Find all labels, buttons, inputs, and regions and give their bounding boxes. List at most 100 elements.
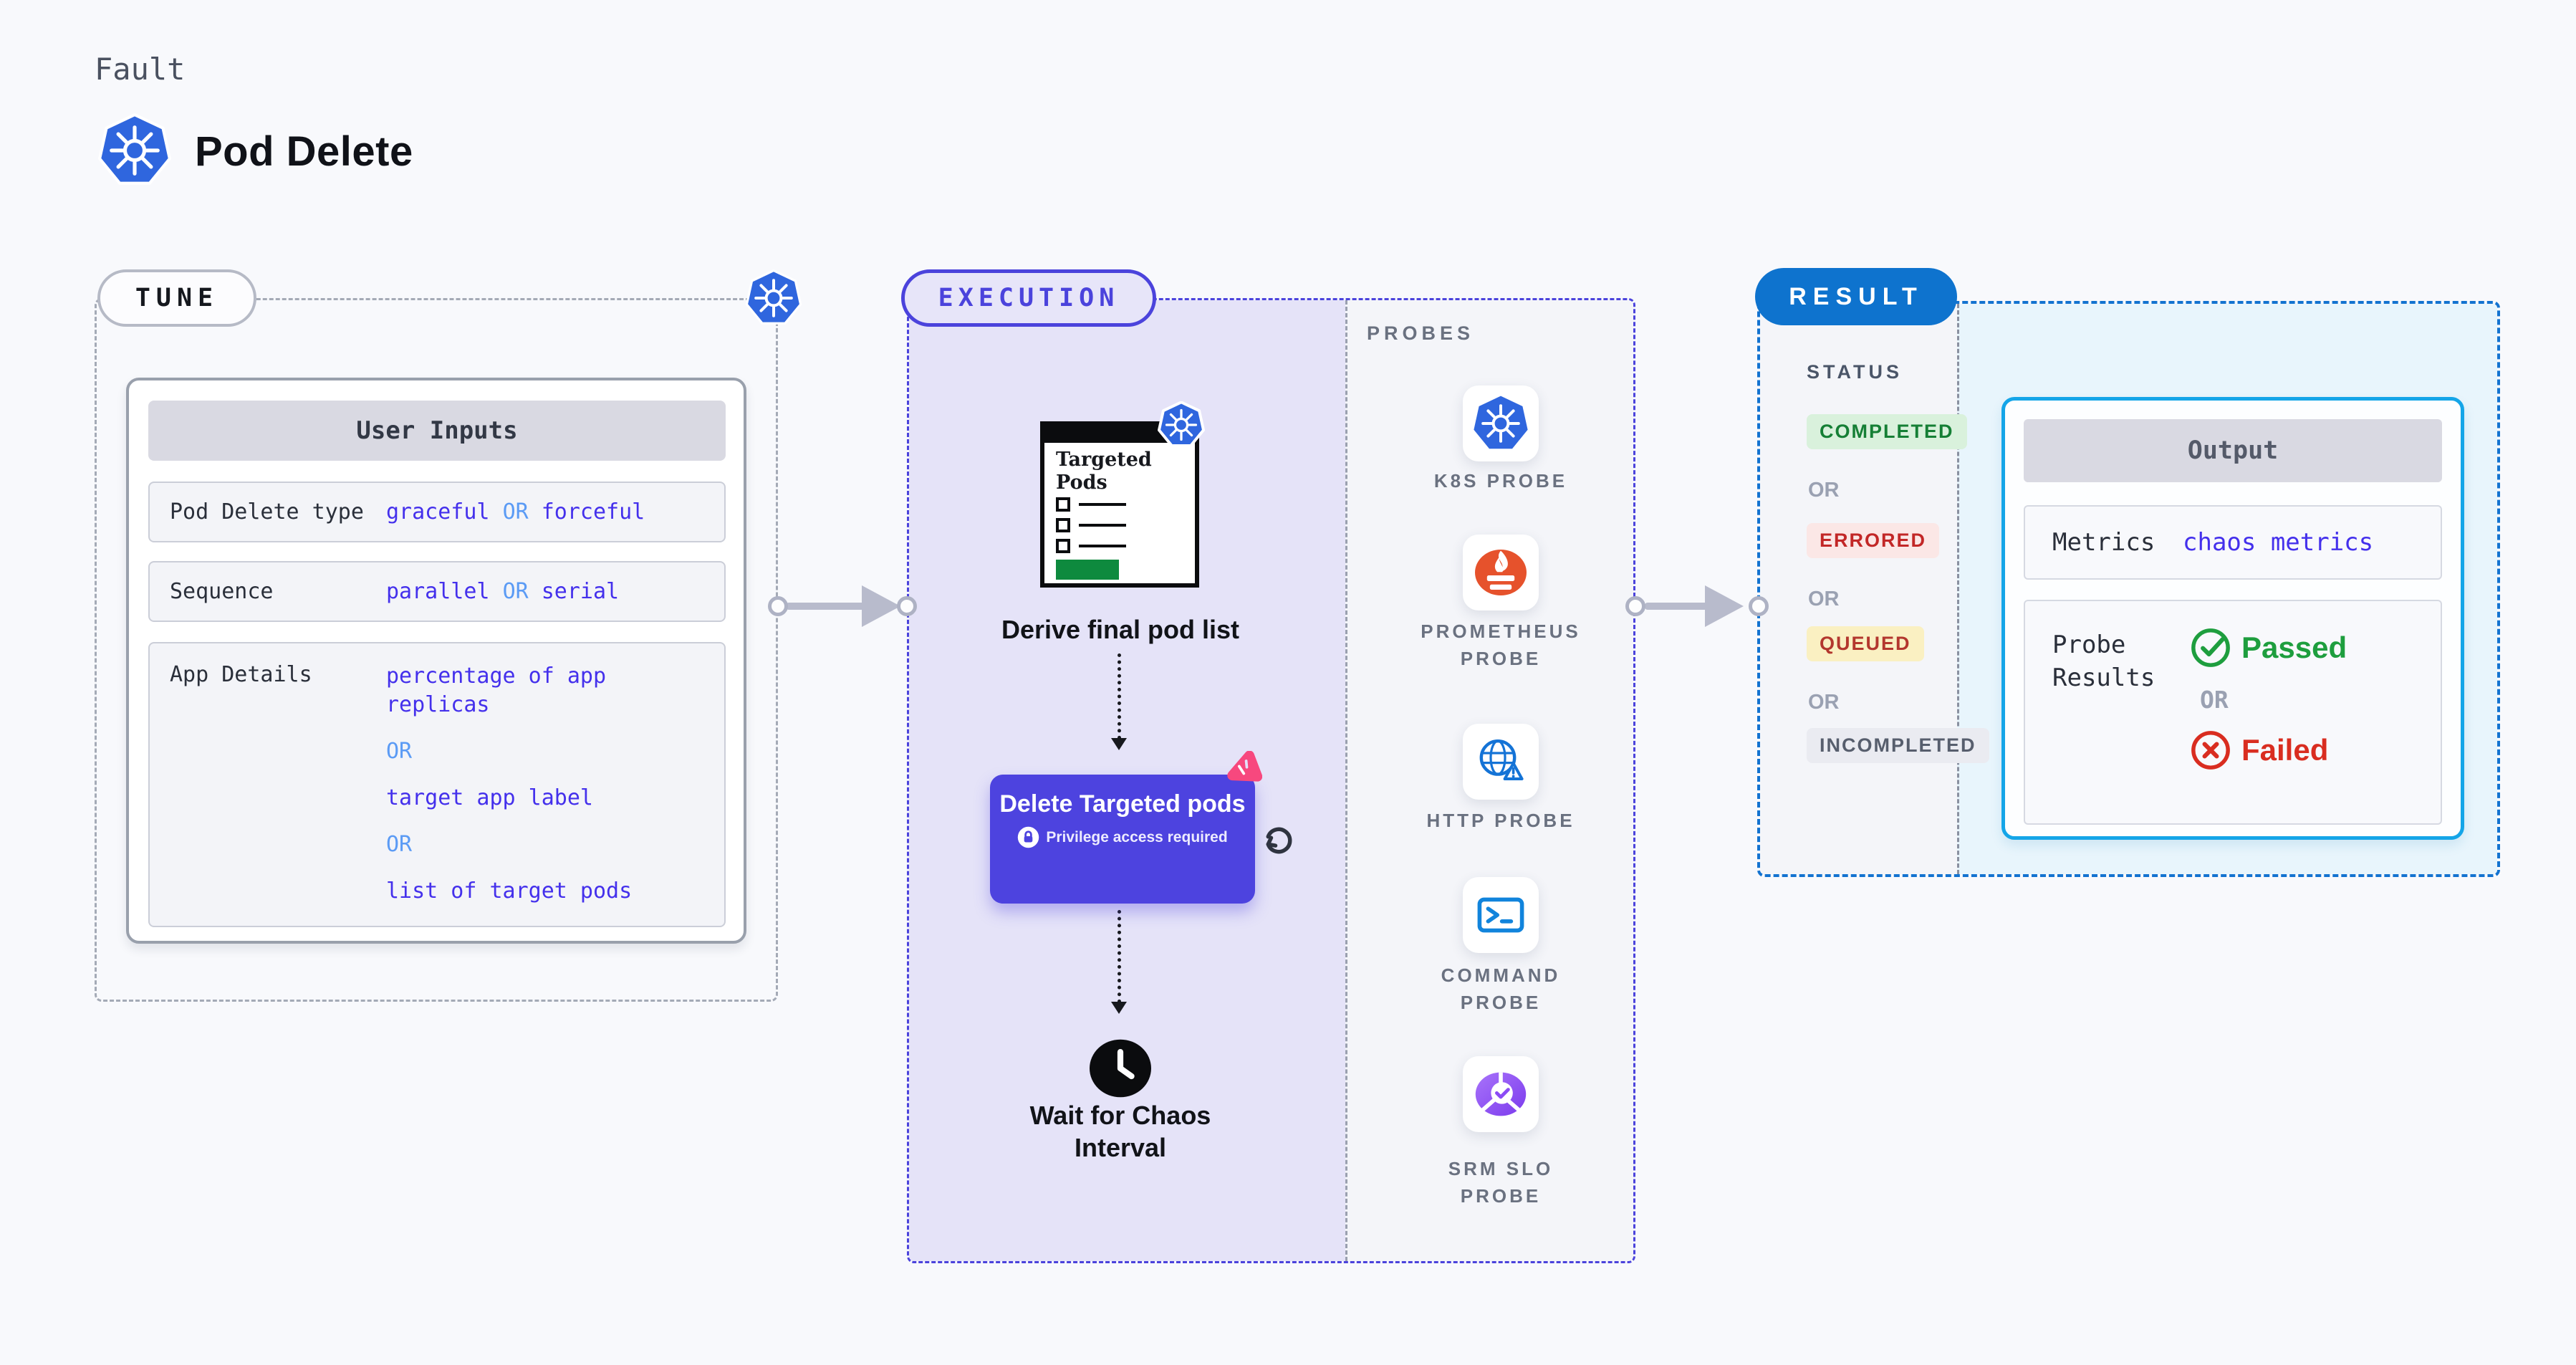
- check-circle-icon: [2191, 628, 2230, 667]
- probe-label: COMMAND PROBE: [1441, 964, 1561, 1013]
- list-line: [1079, 545, 1126, 547]
- kubernetes-icon: [745, 269, 802, 325]
- status-badge-incompleted: INCOMPLETED: [1807, 728, 1989, 763]
- row-label: App Details: [170, 662, 312, 687]
- kubernetes-icon: [98, 113, 171, 185]
- value-option: graceful: [386, 499, 490, 525]
- user-inputs-title: User Inputs: [148, 401, 726, 461]
- probe-label: SRM SLO PROBE: [1448, 1158, 1554, 1207]
- probes-heading: PROBES: [1367, 322, 1475, 344]
- status-badge-errored: ERRORED: [1807, 523, 1940, 558]
- flow-arrow-head: [862, 585, 900, 627]
- list-line: [1079, 503, 1126, 506]
- flow-dotted-arrow-head: [1111, 1002, 1127, 1014]
- lock-icon: [1018, 826, 1039, 848]
- flow-dotted-arrow-head: [1111, 738, 1127, 750]
- value-option: list of target pods: [386, 878, 633, 904]
- progress-bar: [1056, 560, 1119, 580]
- execution-pill: EXECUTION: [901, 269, 1156, 327]
- probe-label: HTTP PROBE: [1426, 810, 1575, 831]
- flow-arrow-line: [1645, 603, 1708, 610]
- tune-pill-label: TUNE: [135, 284, 219, 312]
- or-separator: OR: [1808, 691, 1840, 714]
- probe-label: PROMETHEUS PROBE: [1421, 621, 1581, 669]
- connector-dot: [1625, 596, 1645, 616]
- wait-chaos-interval-label: Wait for Chaos Interval: [1029, 1101, 1211, 1162]
- probe-results-label: Probe Results: [2052, 631, 2156, 692]
- value-option: target app label: [386, 785, 593, 810]
- status-badge-completed: COMPLETED: [1807, 414, 1967, 449]
- value-option: percentage of app replicas: [386, 664, 607, 717]
- pod-list-item: [1056, 539, 1195, 553]
- probe-card-srm-slo: [1463, 1056, 1539, 1132]
- or-separator: OR: [386, 832, 413, 857]
- tune-pill: TUNE: [97, 269, 256, 327]
- passed-label: Passed: [2241, 631, 2347, 664]
- derive-pod-list-label: Derive final pod list: [1001, 615, 1240, 644]
- terminal-icon: [1477, 897, 1524, 933]
- or-separator: OR: [502, 499, 529, 525]
- x-circle-icon: [2191, 731, 2230, 770]
- result-pill-label: RESULT: [1789, 282, 1923, 310]
- kubernetes-icon: [1158, 401, 1205, 448]
- loop-icon: [1266, 827, 1292, 854]
- execution-section: [907, 298, 1635, 1263]
- checkbox-icon: [1056, 518, 1070, 532]
- probe-card-prometheus: [1463, 535, 1539, 610]
- prometheus-icon: [1475, 550, 1527, 595]
- tune-section: [95, 298, 778, 1002]
- checkbox-icon: [1056, 539, 1070, 553]
- connector-dot: [897, 596, 917, 616]
- output-title: Output: [2024, 419, 2442, 482]
- delete-targeted-pods-step: Delete Targeted pods Privilege access re…: [990, 775, 1255, 904]
- user-inputs-card: User Inputs Pod Delete type graceful OR …: [126, 378, 746, 944]
- failed-result: Failed: [2190, 729, 2347, 771]
- flow-dotted-arrow: [1118, 653, 1121, 739]
- privilege-label: Privilege access required: [1046, 828, 1228, 846]
- step-title: Delete Targeted pods: [999, 790, 1246, 818]
- result-pill: RESULT: [1755, 268, 1957, 325]
- output-card: Output Metrics chaos metrics Probe Resul…: [2001, 397, 2464, 840]
- pod-list-item: [1056, 497, 1195, 512]
- or-separator: OR: [386, 739, 413, 764]
- metrics-label: Metrics: [2052, 528, 2156, 557]
- globe-warning-icon: [1479, 739, 1524, 780]
- flow-arrow-line: [786, 603, 865, 610]
- failed-label: Failed: [2241, 733, 2329, 767]
- connector-dot: [768, 596, 788, 616]
- probe-card-k8s: [1463, 385, 1539, 461]
- row-value-list: percentage of app replicas OR target app…: [386, 662, 701, 906]
- privilege-badge: Privilege access required: [990, 826, 1255, 848]
- targeted-pods-widget: Targeted Pods: [1040, 421, 1199, 588]
- passed-result: Passed: [2190, 627, 2347, 669]
- pod-list-item: [1056, 518, 1195, 532]
- targeted-pods-label: Targeted Pods: [1056, 449, 1152, 494]
- status-panel: [1760, 304, 1957, 874]
- row-label: Pod Delete type: [170, 499, 364, 525]
- or-separator: OR: [1808, 588, 1840, 610]
- probe-results-row: Probe Results Passed OR Failed: [2024, 600, 2442, 825]
- input-row-app-details: App Details percentage of app replicas O…: [148, 642, 726, 927]
- flow-arrow-head: [1705, 585, 1744, 627]
- page-title: Pod Delete: [195, 128, 413, 175]
- probe-label: K8S PROBE: [1433, 470, 1568, 492]
- execution-pill-label: EXECUTION: [938, 284, 1120, 312]
- input-row-pod-delete-type: Pod Delete type graceful OR forceful: [148, 482, 726, 542]
- connector-dot: [1749, 596, 1769, 616]
- fault-eyebrow: Fault: [95, 52, 186, 87]
- value-option: serial: [541, 579, 620, 604]
- chaos-icon: [1227, 751, 1262, 782]
- row-value: graceful OR forceful: [386, 499, 645, 525]
- list-line: [1079, 524, 1126, 527]
- status-badge-queued: QUEUED: [1807, 626, 1924, 661]
- flow-dotted-arrow: [1118, 910, 1121, 1003]
- value-option: parallel: [386, 579, 490, 604]
- kubernetes-icon: [1474, 396, 1528, 449]
- status-heading: STATUS: [1807, 361, 1903, 383]
- value-option: forceful: [541, 499, 645, 525]
- row-label: Sequence: [170, 579, 274, 604]
- or-separator: OR: [502, 579, 529, 604]
- clock-icon: [1090, 1039, 1151, 1098]
- or-separator: OR: [1808, 479, 1840, 502]
- slo-pie-check-icon: [1475, 1072, 1527, 1116]
